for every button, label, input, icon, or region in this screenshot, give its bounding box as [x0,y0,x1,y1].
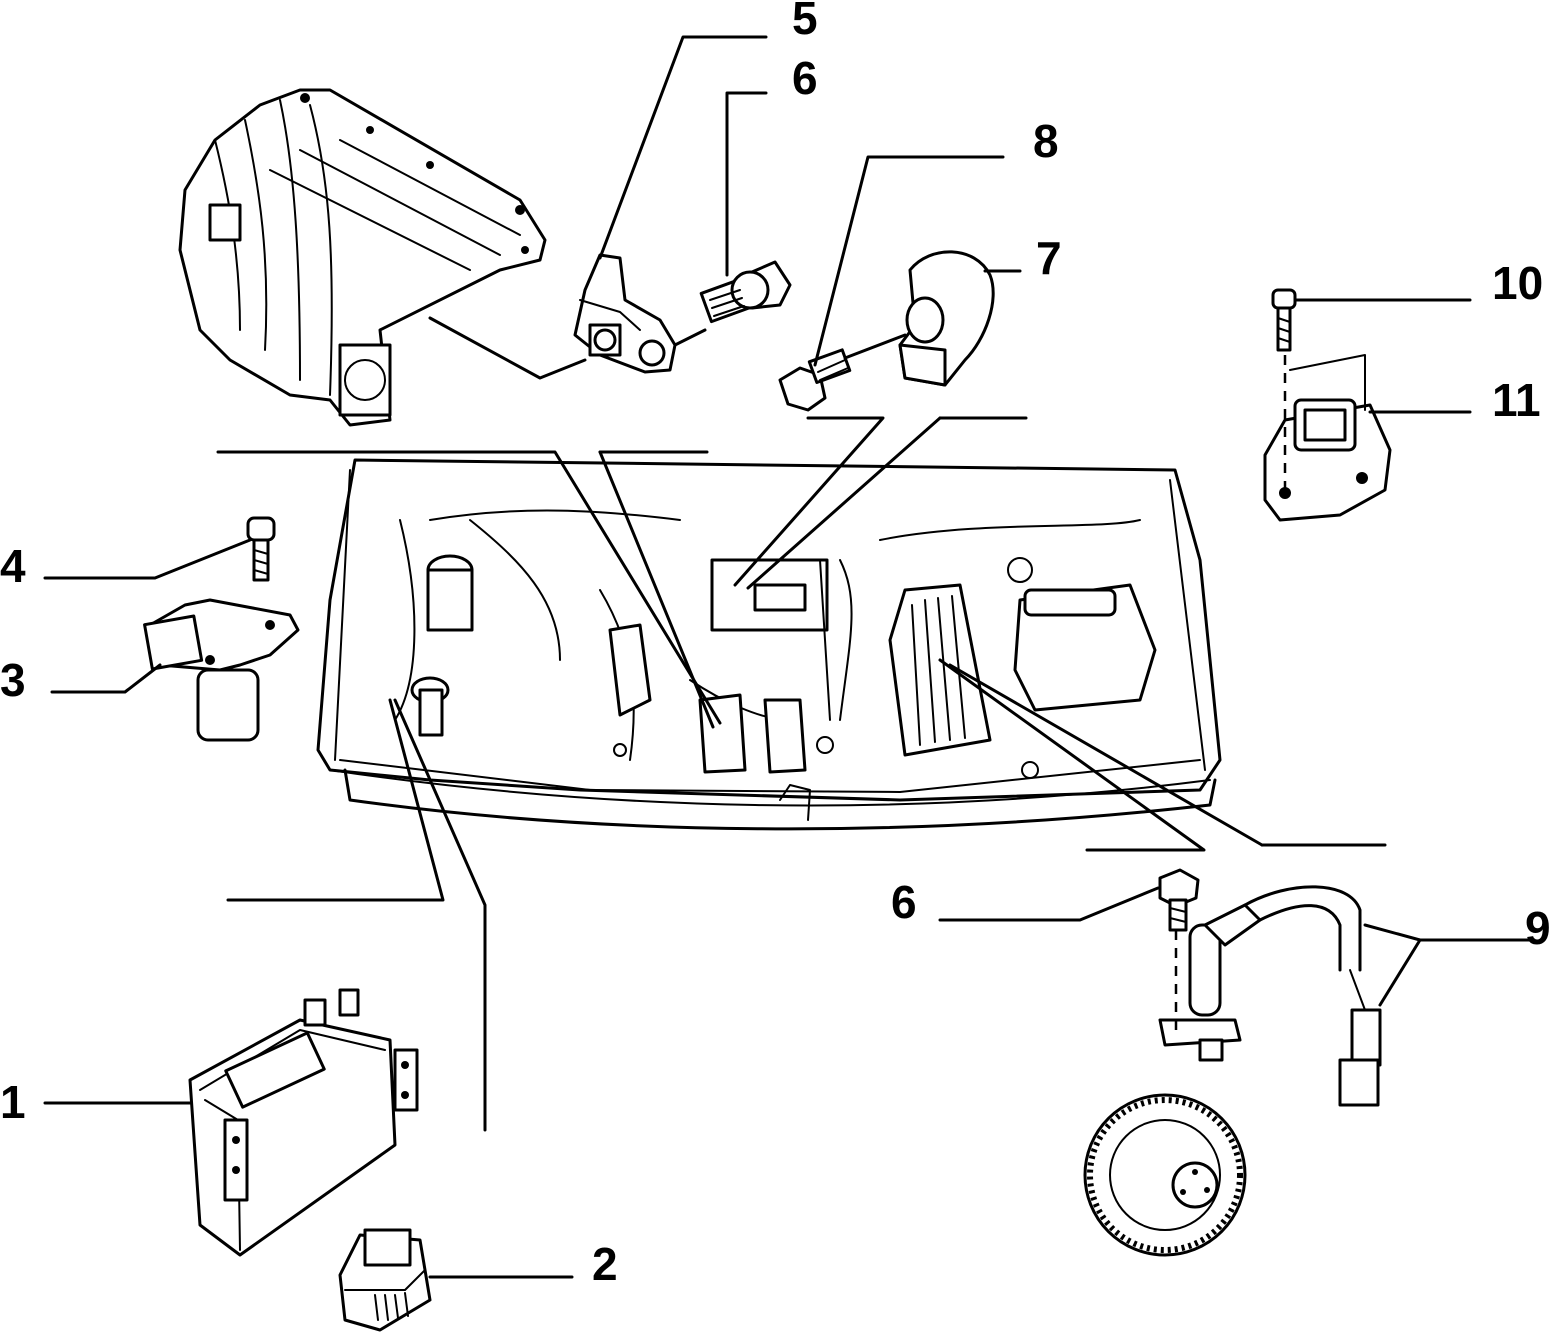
callout-labels: 1 2 3 4 5 6 7 8 9 10 11 6 [0,0,1551,1290]
callout-6-top: 6 [792,52,818,104]
callout-9: 9 [1525,902,1551,954]
callout-10: 10 [1492,257,1543,309]
part-10-screw [1271,288,1297,352]
part-1-ecu [188,988,419,1257]
callout-11: 11 [1492,374,1541,426]
part-6-bolt-bottom [1158,868,1200,932]
part-5-sensor [573,253,677,374]
part-9-crank-sensor [1158,885,1382,1107]
callout-4: 4 [0,540,26,592]
engine-bay [316,458,1222,831]
part-8-bolt [778,348,852,412]
callout-2: 2 [592,1238,618,1290]
callout-8: 8 [1033,115,1059,167]
part-4-screw [246,516,276,582]
callout-5: 5 [792,0,818,44]
part-3-cam-sensor [143,598,300,742]
leader-lines [43,35,1536,1279]
part-2-connector [338,1228,432,1332]
callout-3: 3 [0,654,26,706]
part-6-bolt-top [699,260,792,324]
intake-manifold [178,88,547,427]
flywheel [1083,1093,1247,1257]
part-11-sensor [1263,398,1392,522]
part-7-knock-sensor [898,250,995,387]
callout-1: 1 [0,1076,26,1128]
callout-6-bottom: 6 [891,876,917,928]
callout-7: 7 [1036,232,1062,284]
